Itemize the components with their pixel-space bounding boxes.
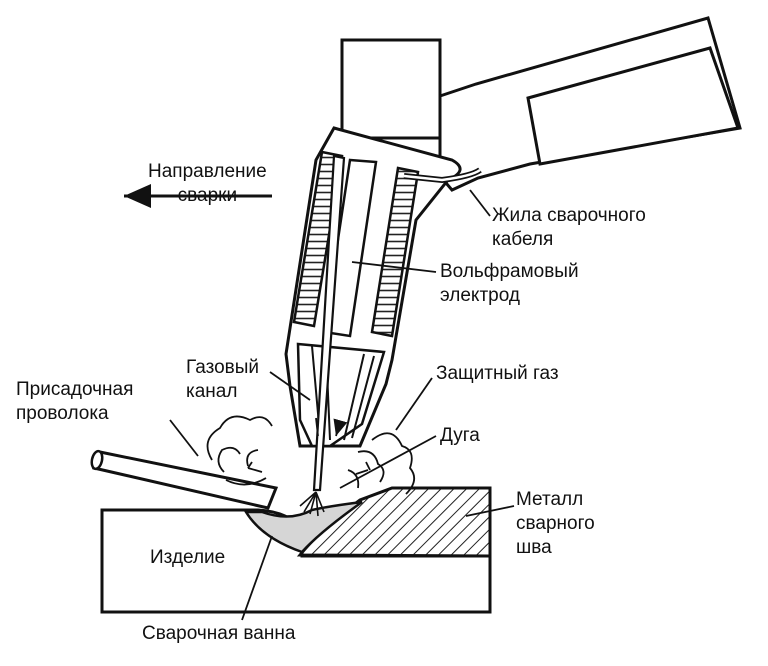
label-weld-pool-text: Сварочная ванна bbox=[142, 623, 296, 644]
leader-weld-pool bbox=[241, 535, 273, 621]
leader-shielding-gas bbox=[395, 377, 433, 431]
label-tungsten-electrode: Вольфрамовый электрод bbox=[440, 260, 579, 308]
leader-filler-wire bbox=[169, 419, 199, 457]
leader-arc bbox=[339, 435, 437, 489]
label-cable-core-line1: Жила сварочного bbox=[492, 205, 646, 226]
filler-wire bbox=[90, 449, 279, 510]
label-cable-core-line2: кабеля bbox=[492, 229, 554, 250]
label-filler-wire: Присадочная проволока bbox=[16, 378, 133, 426]
welding-torch bbox=[284, 16, 742, 492]
label-weld-pool: Сварочная ванна bbox=[142, 622, 295, 646]
label-weld-metal-line1: Металл bbox=[516, 489, 584, 510]
label-arc: Дуга bbox=[440, 424, 480, 448]
label-cable-core: Жила сварочного кабеля bbox=[492, 204, 646, 252]
leader-lines bbox=[169, 189, 515, 621]
welding-arc bbox=[299, 491, 325, 517]
label-workpiece: Изделие bbox=[150, 546, 225, 570]
label-workpiece-text: Изделие bbox=[150, 547, 226, 568]
label-gas-channel-line2: канал bbox=[186, 381, 238, 402]
label-weld-metal-line2: сварного bbox=[516, 513, 595, 534]
label-filler-wire-line2: проволока bbox=[16, 403, 109, 424]
label-gas-channel-line1: Газовый bbox=[186, 357, 260, 378]
label-weld-metal: Металл сварного шва bbox=[516, 488, 595, 560]
label-direction: Направление сварки bbox=[148, 160, 267, 208]
label-filler-wire-line1: Присадочная bbox=[16, 379, 134, 400]
leader-weld-metal bbox=[465, 505, 515, 517]
leader-electrode bbox=[351, 261, 437, 273]
label-shielding-gas: Защитный газ bbox=[436, 362, 559, 386]
leader-cable-core bbox=[469, 189, 491, 217]
label-direction-line2: сварки bbox=[177, 185, 238, 206]
label-direction-line1: Направление bbox=[148, 161, 267, 182]
label-arc-text: Дуга bbox=[440, 425, 480, 446]
label-electrode-line2: электрод bbox=[440, 285, 520, 306]
leader-gas-channel bbox=[269, 371, 311, 401]
label-gas-channel: Газовый канал bbox=[186, 356, 259, 404]
label-weld-metal-line3: шва bbox=[516, 537, 552, 558]
weld-pool bbox=[243, 500, 363, 554]
label-shielding-gas-text: Защитный газ bbox=[436, 363, 559, 384]
label-electrode-line1: Вольфрамовый bbox=[440, 261, 579, 282]
shielding-gas-clouds bbox=[206, 415, 416, 495]
